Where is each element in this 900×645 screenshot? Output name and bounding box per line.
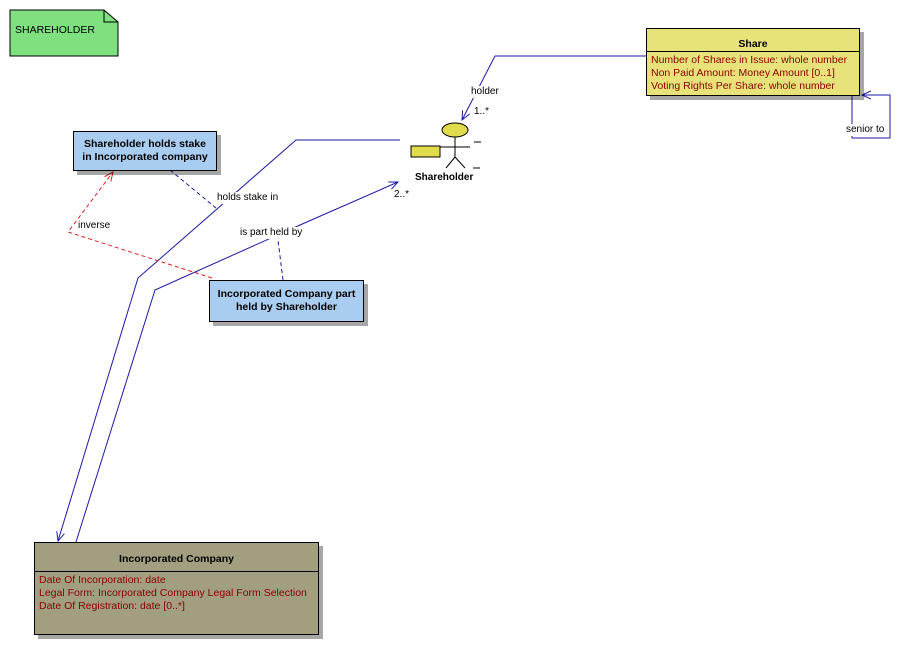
association-holder-line[interactable] xyxy=(462,55,646,120)
share-class-box[interactable]: Share Number of Shares in Issue: whole n… xyxy=(646,28,860,96)
association-senior-to-line[interactable] xyxy=(851,90,891,139)
association-part-held-line[interactable] xyxy=(75,182,398,543)
inverse-label: inverse xyxy=(78,220,111,232)
senior-to-label: senior to xyxy=(846,124,885,136)
share-attribute: Number of Shares in Issue: whole number xyxy=(651,54,848,66)
holds-stake-in-label: holds stake in xyxy=(217,192,279,204)
share-class-name: Share xyxy=(738,38,768,50)
note-link-part-held xyxy=(277,239,284,281)
shareholder-actor-figure[interactable] xyxy=(410,122,481,169)
is-part-held-by-label: is part held by xyxy=(240,227,303,239)
package-fold xyxy=(103,10,118,23)
holder-role-label: holder xyxy=(471,86,499,98)
incorporated-company-attribute: Date Of Registration: date [0..*] xyxy=(39,600,185,612)
share-attribute: Non Paid Amount: Money Amount [0..1] xyxy=(651,67,835,79)
share-attributes: Number of Shares in Issue: whole number … xyxy=(647,51,859,95)
holder-multiplicity: 1..* xyxy=(474,106,490,117)
share-attribute: Voting Rights Per Share: whole number xyxy=(651,80,835,92)
incorporated-company-attribute: Date Of Incorporation: date xyxy=(39,574,166,586)
part-held-multiplicity: 2..* xyxy=(394,189,410,200)
note-holds-stake[interactable]: Shareholder holds stake in Incorporated … xyxy=(73,131,217,171)
package-label: SHAREHOLDER xyxy=(15,24,95,36)
package-shape[interactable] xyxy=(9,9,119,57)
incorporated-company-attribute: Legal Form: Incorporated Company Legal F… xyxy=(39,587,307,599)
shareholder-actor-label: Shareholder xyxy=(415,172,474,183)
inverse-dependency-line[interactable] xyxy=(67,172,213,279)
incorporated-company-attributes: Date Of Incorporation: date Legal Form: … xyxy=(35,571,318,615)
note-part-held[interactable]: Incorporated Company part held by Shareh… xyxy=(209,280,364,322)
association-holds-stake-line[interactable] xyxy=(58,139,400,541)
incorporated-company-class-name: Incorporated Company xyxy=(119,553,234,565)
incorporated-company-class-box[interactable]: Incorporated Company Date Of Incorporati… xyxy=(34,542,319,635)
note-link-holds-stake xyxy=(169,169,217,209)
